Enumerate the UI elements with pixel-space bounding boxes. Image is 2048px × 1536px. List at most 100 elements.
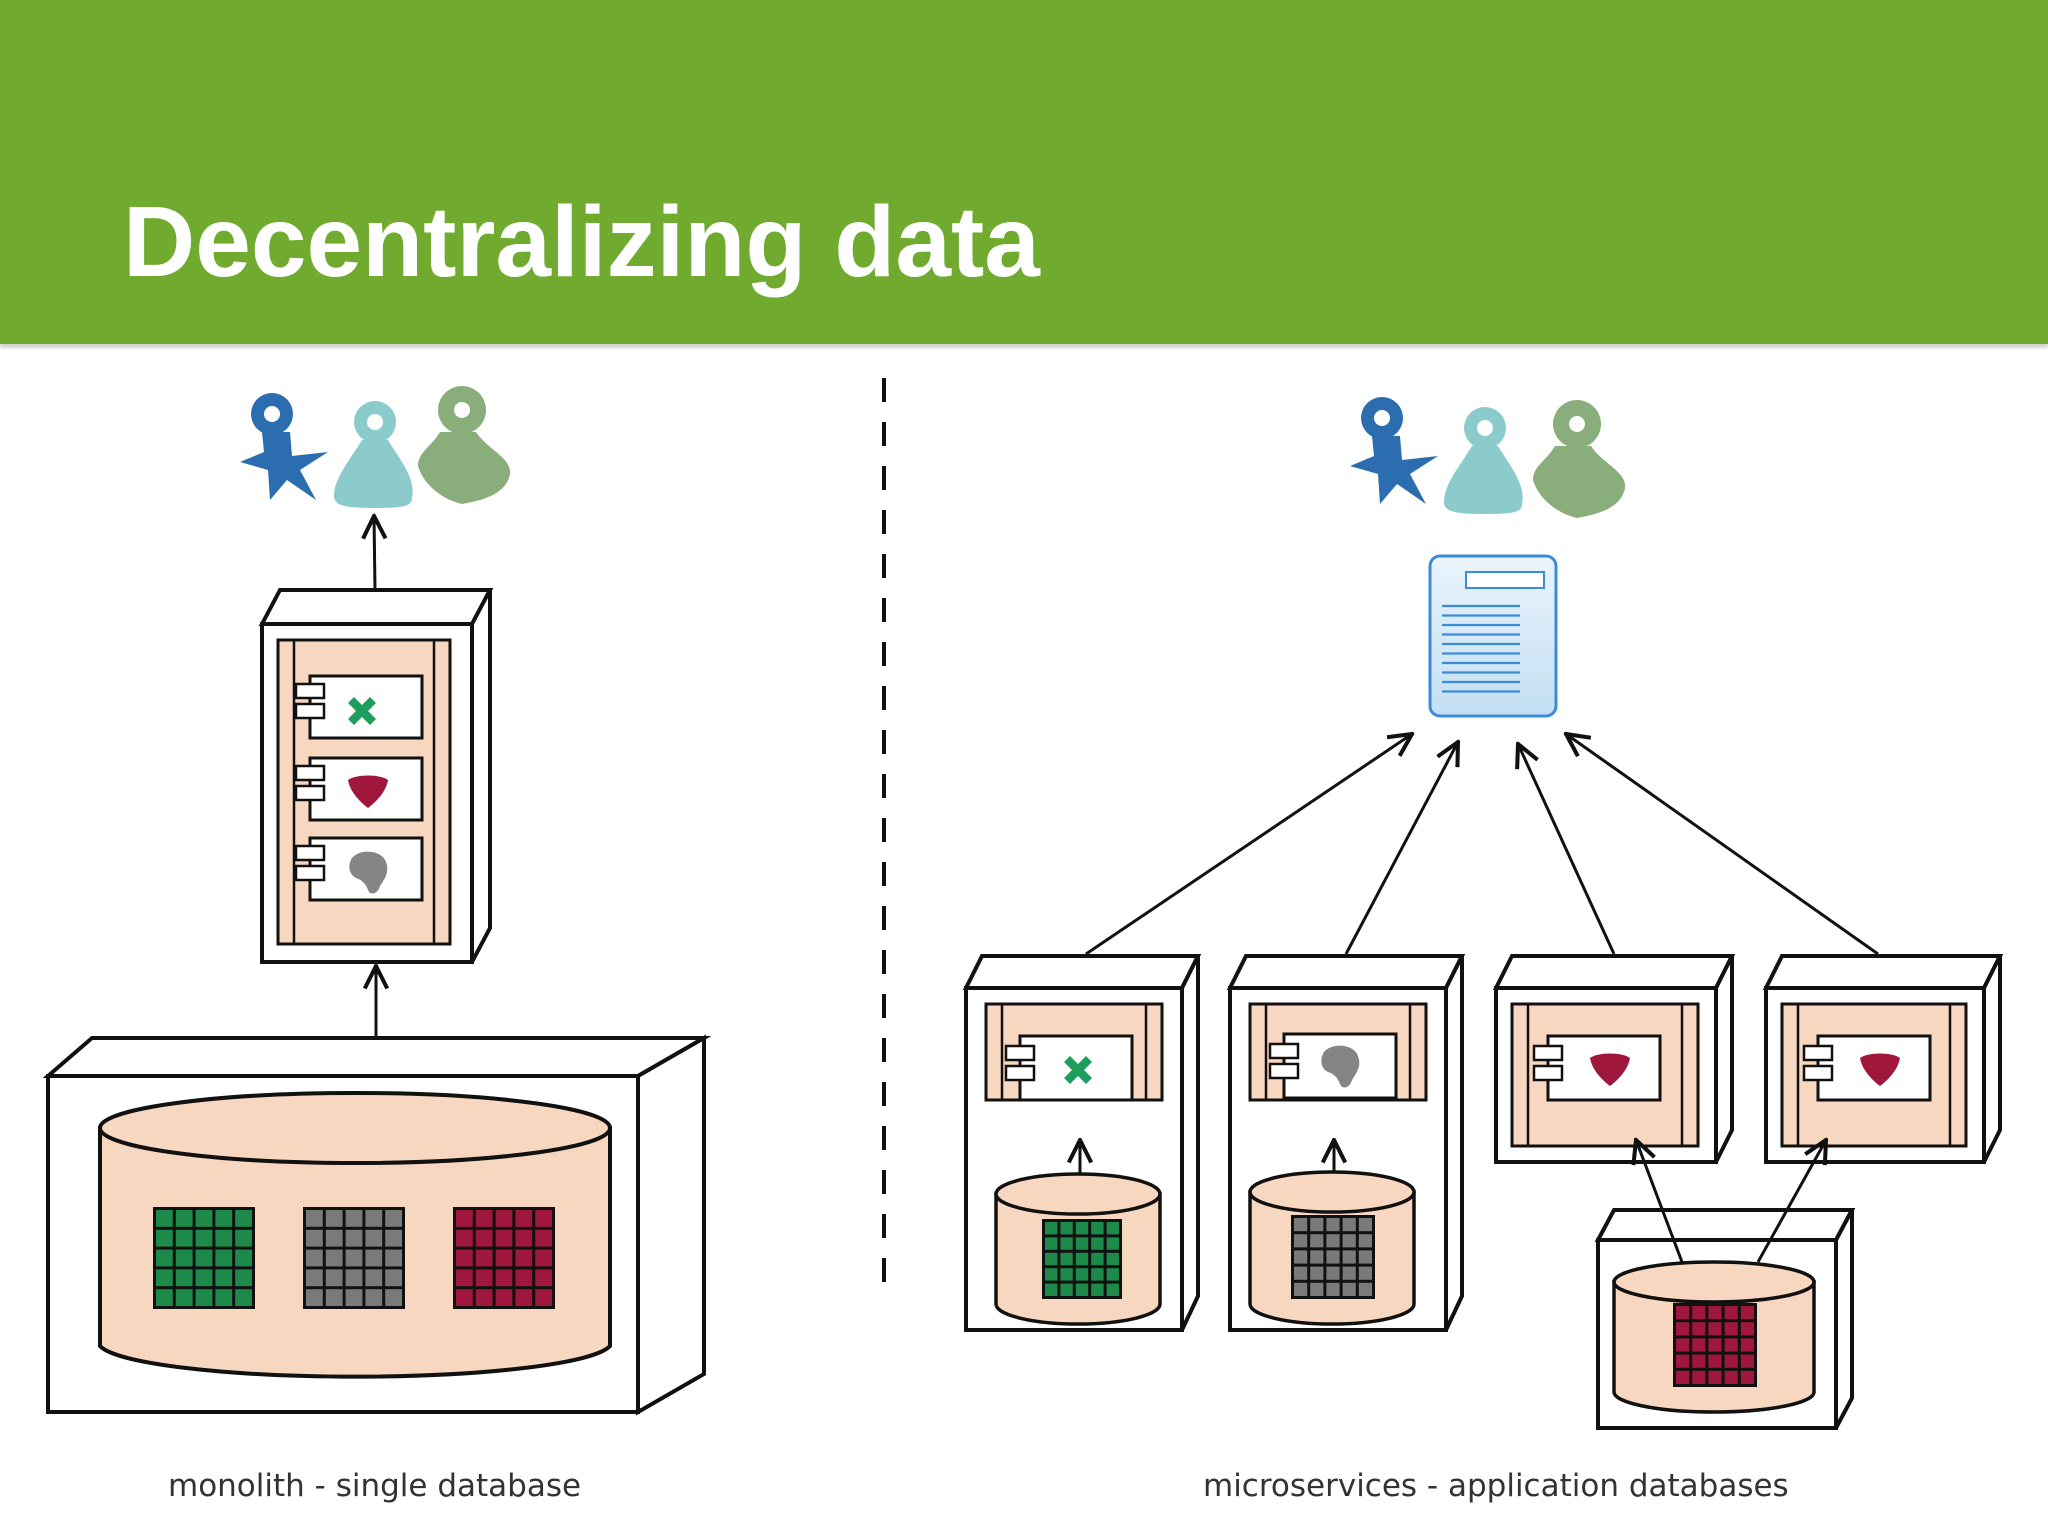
data-grid-crimson [453, 1207, 555, 1309]
cross-icon [1064, 1056, 1092, 1084]
grid-cell [1075, 1252, 1089, 1266]
grid-cell [345, 1229, 363, 1247]
grid-cell [156, 1249, 173, 1267]
grid-cell [515, 1210, 533, 1227]
grid-cell [535, 1229, 552, 1247]
grid-cell [475, 1229, 493, 1247]
module-heart [294, 756, 424, 822]
grid-cell [1045, 1283, 1058, 1296]
grid-cell [1326, 1234, 1340, 1248]
module-cross [294, 674, 424, 740]
grid-cell [215, 1289, 233, 1306]
arrow-shareddb-to-service3 [1636, 1140, 1684, 1263]
grid-cell [1708, 1354, 1722, 1368]
component-icon [294, 764, 326, 802]
heart-icon [1860, 1053, 1900, 1086]
user-teal-icon [334, 401, 413, 508]
grid-cell [1310, 1282, 1324, 1296]
grid-cell [1358, 1234, 1372, 1248]
grid-cell [535, 1269, 552, 1287]
grid-cell [1358, 1250, 1372, 1264]
monolith-diagram [42, 386, 712, 1416]
data-grid-green [153, 1207, 255, 1309]
user-blue-icon [240, 393, 328, 500]
grid-cell [456, 1249, 473, 1267]
grid-cell [1740, 1338, 1754, 1352]
grid-cell [1342, 1250, 1356, 1264]
grid-cell [365, 1210, 383, 1227]
monolith-database-box [42, 1034, 712, 1416]
monolith-app-box [258, 588, 494, 964]
grid-cell [365, 1229, 383, 1247]
grid-cell [1045, 1252, 1058, 1266]
grid-cell [1091, 1222, 1104, 1235]
grid-cell [325, 1269, 343, 1287]
grid-cell [456, 1269, 473, 1287]
grid-cell [1060, 1252, 1073, 1266]
grid-cell [535, 1210, 552, 1227]
component-icon [294, 844, 326, 882]
heart-icon [348, 775, 388, 808]
grid-cell [1708, 1306, 1722, 1320]
grid-cell [1310, 1266, 1324, 1280]
data-grid-gray [303, 1207, 405, 1309]
grid-cell [475, 1249, 493, 1267]
grid-cell [515, 1229, 533, 1247]
grid-cell [495, 1210, 513, 1227]
grid-cell [235, 1210, 252, 1227]
document-icon [1428, 554, 1558, 718]
grid-cell [385, 1229, 402, 1247]
title-bar: Decentralizing data [0, 0, 2048, 344]
grid-cell [325, 1210, 343, 1227]
grid-cell [1294, 1218, 1308, 1232]
grid-cell [1708, 1338, 1722, 1352]
grid-cell [156, 1269, 173, 1287]
grid-cell [1358, 1266, 1372, 1280]
grid-cell [156, 1229, 173, 1247]
grid-cell [1692, 1370, 1706, 1384]
caption-monolith: monolith - single database [168, 1468, 582, 1504]
grid-cell [1060, 1237, 1073, 1250]
grid-cell [535, 1289, 552, 1306]
grid-cell [1358, 1282, 1372, 1296]
grid-cell [1724, 1354, 1738, 1368]
grid-cell [195, 1229, 213, 1247]
arrow-service4-to-ui [1566, 734, 1879, 956]
caption-microservices: microservices - application databases [1203, 1468, 1789, 1504]
grid-cell [306, 1269, 323, 1287]
user-green-icon [1533, 400, 1626, 518]
grid-cell [1326, 1250, 1340, 1264]
grid-cell [1106, 1283, 1119, 1296]
component-icon [294, 682, 326, 720]
grid-cell [306, 1289, 323, 1306]
grid-cell [456, 1289, 473, 1306]
grid-cell [1692, 1306, 1706, 1320]
users-group [1350, 397, 1626, 518]
data-grid-gray [1291, 1215, 1375, 1299]
blob-icon [349, 851, 388, 894]
grid-cell [306, 1210, 323, 1227]
component-icon [1004, 1044, 1036, 1082]
grid-cell [1075, 1268, 1089, 1281]
architecture-diagram [42, 378, 2004, 1430]
component-icon [1802, 1044, 1834, 1082]
grid-cell [345, 1210, 363, 1227]
data-grid-green [1042, 1219, 1122, 1299]
cross-icon [348, 697, 376, 725]
arrow-service3-to-ui [1518, 744, 1616, 955]
grid-cell [1310, 1218, 1324, 1232]
grid-cell [365, 1289, 383, 1306]
grid-cell [1358, 1218, 1372, 1232]
grid-cell [495, 1249, 513, 1267]
grid-cell [1342, 1266, 1356, 1280]
slide-title: Decentralizing data [123, 186, 1040, 298]
grid-cell [365, 1249, 383, 1267]
user-teal-icon [1444, 407, 1523, 514]
grid-cell [1294, 1282, 1308, 1296]
grid-cell [1106, 1237, 1119, 1250]
arrow-shareddb-to-service4 [1756, 1140, 1826, 1263]
grid-cell [1676, 1306, 1690, 1320]
grid-cell [325, 1229, 343, 1247]
grid-cell [1045, 1222, 1058, 1235]
grid-cell [1091, 1237, 1104, 1250]
